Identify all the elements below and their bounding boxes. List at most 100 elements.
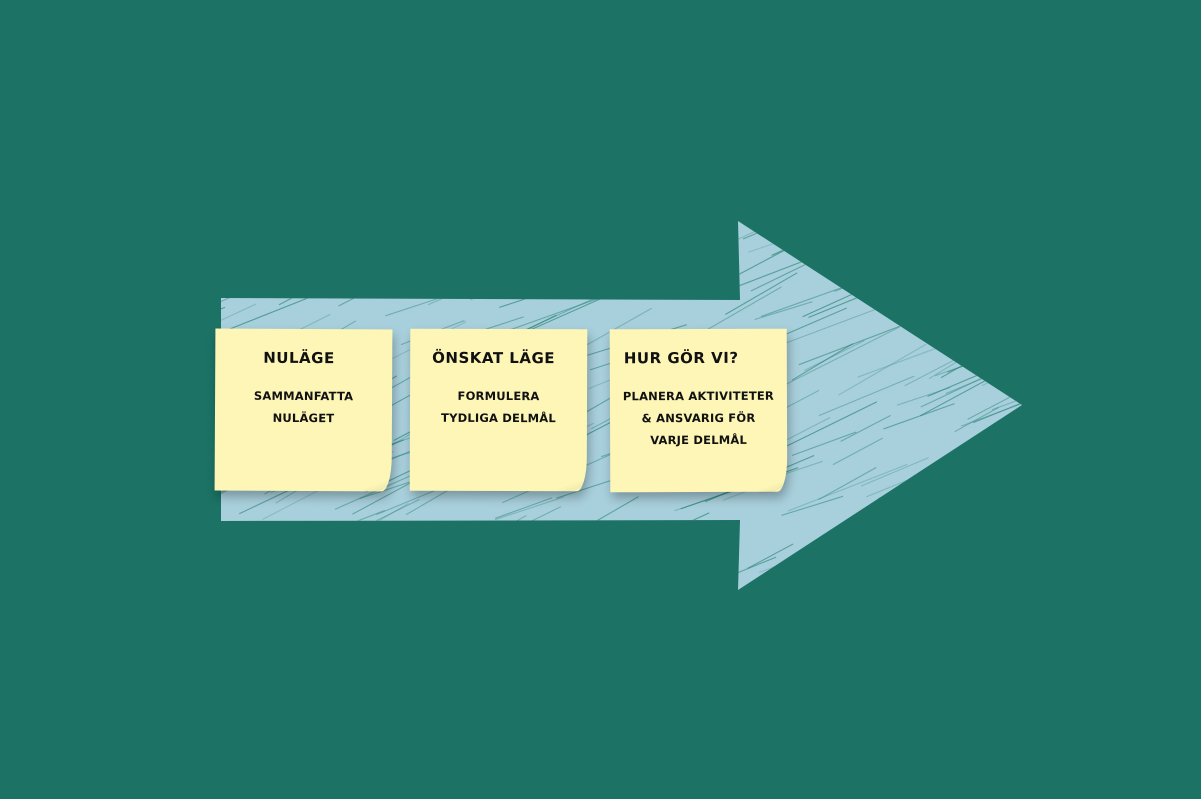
hatch-stroke — [369, 498, 420, 525]
hatch-stroke — [394, 539, 477, 586]
hatch-stroke — [923, 498, 968, 526]
hatch-stroke — [549, 555, 607, 584]
note-title: NULÄGE — [263, 348, 335, 368]
sticky-note-nulage: NULÄGE SAMMANFATTA NULÄGET — [214, 328, 393, 492]
hatch-stroke — [935, 501, 1017, 532]
hatch-stroke — [620, 552, 686, 590]
hatch-stroke — [996, 232, 1022, 270]
hatch-stroke — [951, 442, 1022, 473]
hatch-stroke — [612, 221, 690, 225]
hatch-stroke — [469, 273, 542, 301]
hatch-stroke — [375, 487, 442, 516]
hatch-stroke — [1016, 221, 1022, 252]
hatch-stroke — [275, 250, 325, 275]
hatch-stroke — [1039, 447, 1179, 501]
hatch-stroke — [244, 195, 301, 216]
hatch-stroke — [661, 259, 704, 283]
hatch-stroke — [224, 221, 281, 238]
hatch-stroke — [978, 249, 1022, 276]
hatch-stroke — [598, 512, 710, 564]
hatch-stroke — [418, 525, 517, 581]
hatch-stroke — [413, 231, 462, 259]
hatch-stroke — [787, 463, 908, 512]
hatch-stroke — [936, 261, 976, 276]
hatch-stroke — [1049, 195, 1087, 215]
note-body: PLANERA AKTIVITETER & ANSVARIG FÖR VARJE… — [610, 385, 787, 452]
hatch-stroke — [1001, 477, 1022, 524]
hatch-stroke — [739, 193, 776, 213]
hatch-stroke — [754, 301, 813, 321]
hatch-stroke — [437, 537, 495, 568]
hatch-stroke — [348, 234, 418, 257]
hatch-stroke — [636, 221, 721, 231]
hatch-stroke — [781, 495, 844, 516]
hatch-stroke — [785, 326, 900, 386]
hatch-stroke — [1031, 193, 1079, 212]
hatch-stroke — [1004, 273, 1022, 329]
hatch-stroke — [640, 526, 705, 557]
hatch-stroke — [1019, 449, 1022, 522]
hatch-stroke — [960, 390, 1022, 427]
note-body: SAMMANFATTA NULÄGET — [215, 385, 392, 430]
hatch-stroke — [988, 221, 1022, 224]
note-body-line: PLANERA AKTIVITETER — [622, 388, 775, 404]
hatch-stroke — [1042, 332, 1175, 388]
hatch-stroke — [221, 303, 257, 351]
hatch-stroke — [949, 311, 1012, 345]
hatch-stroke — [270, 221, 405, 258]
hatch-stroke — [649, 185, 720, 220]
hatch-stroke — [1042, 317, 1184, 377]
hatch-stroke — [1009, 298, 1022, 338]
hatch-stroke — [427, 221, 470, 237]
hatch-stroke — [1021, 520, 1022, 573]
hatch-stroke — [412, 515, 527, 582]
hatch-stroke — [268, 238, 398, 282]
hatch-stroke — [747, 543, 794, 569]
hatch-stroke — [818, 235, 887, 262]
hatch-stroke — [967, 353, 1022, 420]
hatch-stroke — [221, 221, 307, 298]
hatch-stroke — [690, 221, 790, 222]
hatch-stroke — [990, 471, 1022, 509]
hatch-stroke — [981, 324, 1022, 386]
hatch-stroke — [256, 244, 324, 285]
hatch-stroke — [832, 437, 883, 466]
hatch-stroke — [858, 573, 908, 590]
hatch-stroke — [605, 221, 741, 242]
hatch-stroke — [804, 340, 865, 371]
hatch-stroke — [965, 501, 1010, 523]
hatch-stroke — [973, 362, 1022, 424]
hatch-stroke — [818, 375, 915, 417]
hatch-stroke — [725, 272, 798, 315]
hatch-stroke — [224, 221, 364, 234]
note-body: FORMULERA TYDLIGA DELMÅL — [410, 385, 587, 430]
hatch-stroke — [807, 221, 933, 253]
hatch-stroke — [913, 468, 1017, 504]
hatch-stroke — [608, 577, 647, 590]
hatch-stroke — [455, 221, 564, 252]
hatch-stroke — [771, 221, 889, 256]
hatch-stroke — [234, 247, 274, 263]
hatch-stroke — [308, 221, 455, 231]
note-body-line: FORMULERA — [457, 388, 540, 404]
hatch-stroke — [992, 371, 1022, 411]
sticky-note-hur-gor-vi: HUR GÖR VI? PLANERA AKTIVITETER & ANSVAR… — [609, 328, 788, 493]
hatch-stroke — [838, 343, 927, 396]
hatch-stroke — [884, 221, 951, 254]
hatch-stroke — [221, 228, 236, 262]
hatch-stroke — [262, 147, 378, 216]
hatch-stroke — [310, 261, 381, 286]
hatch-stroke — [866, 479, 908, 498]
hatch-stroke — [883, 403, 955, 430]
hatch-stroke — [477, 221, 624, 274]
note-title: HUR GÖR VI? — [623, 348, 739, 368]
hatch-stroke — [791, 343, 854, 381]
hatch-stroke — [787, 181, 847, 215]
hatch-stroke — [298, 153, 398, 211]
hatch-stroke — [356, 268, 444, 299]
hatch-stroke — [494, 496, 565, 521]
hatch-stroke — [497, 523, 615, 564]
note-body-line: & ANSVARIG FÖR — [641, 410, 756, 426]
